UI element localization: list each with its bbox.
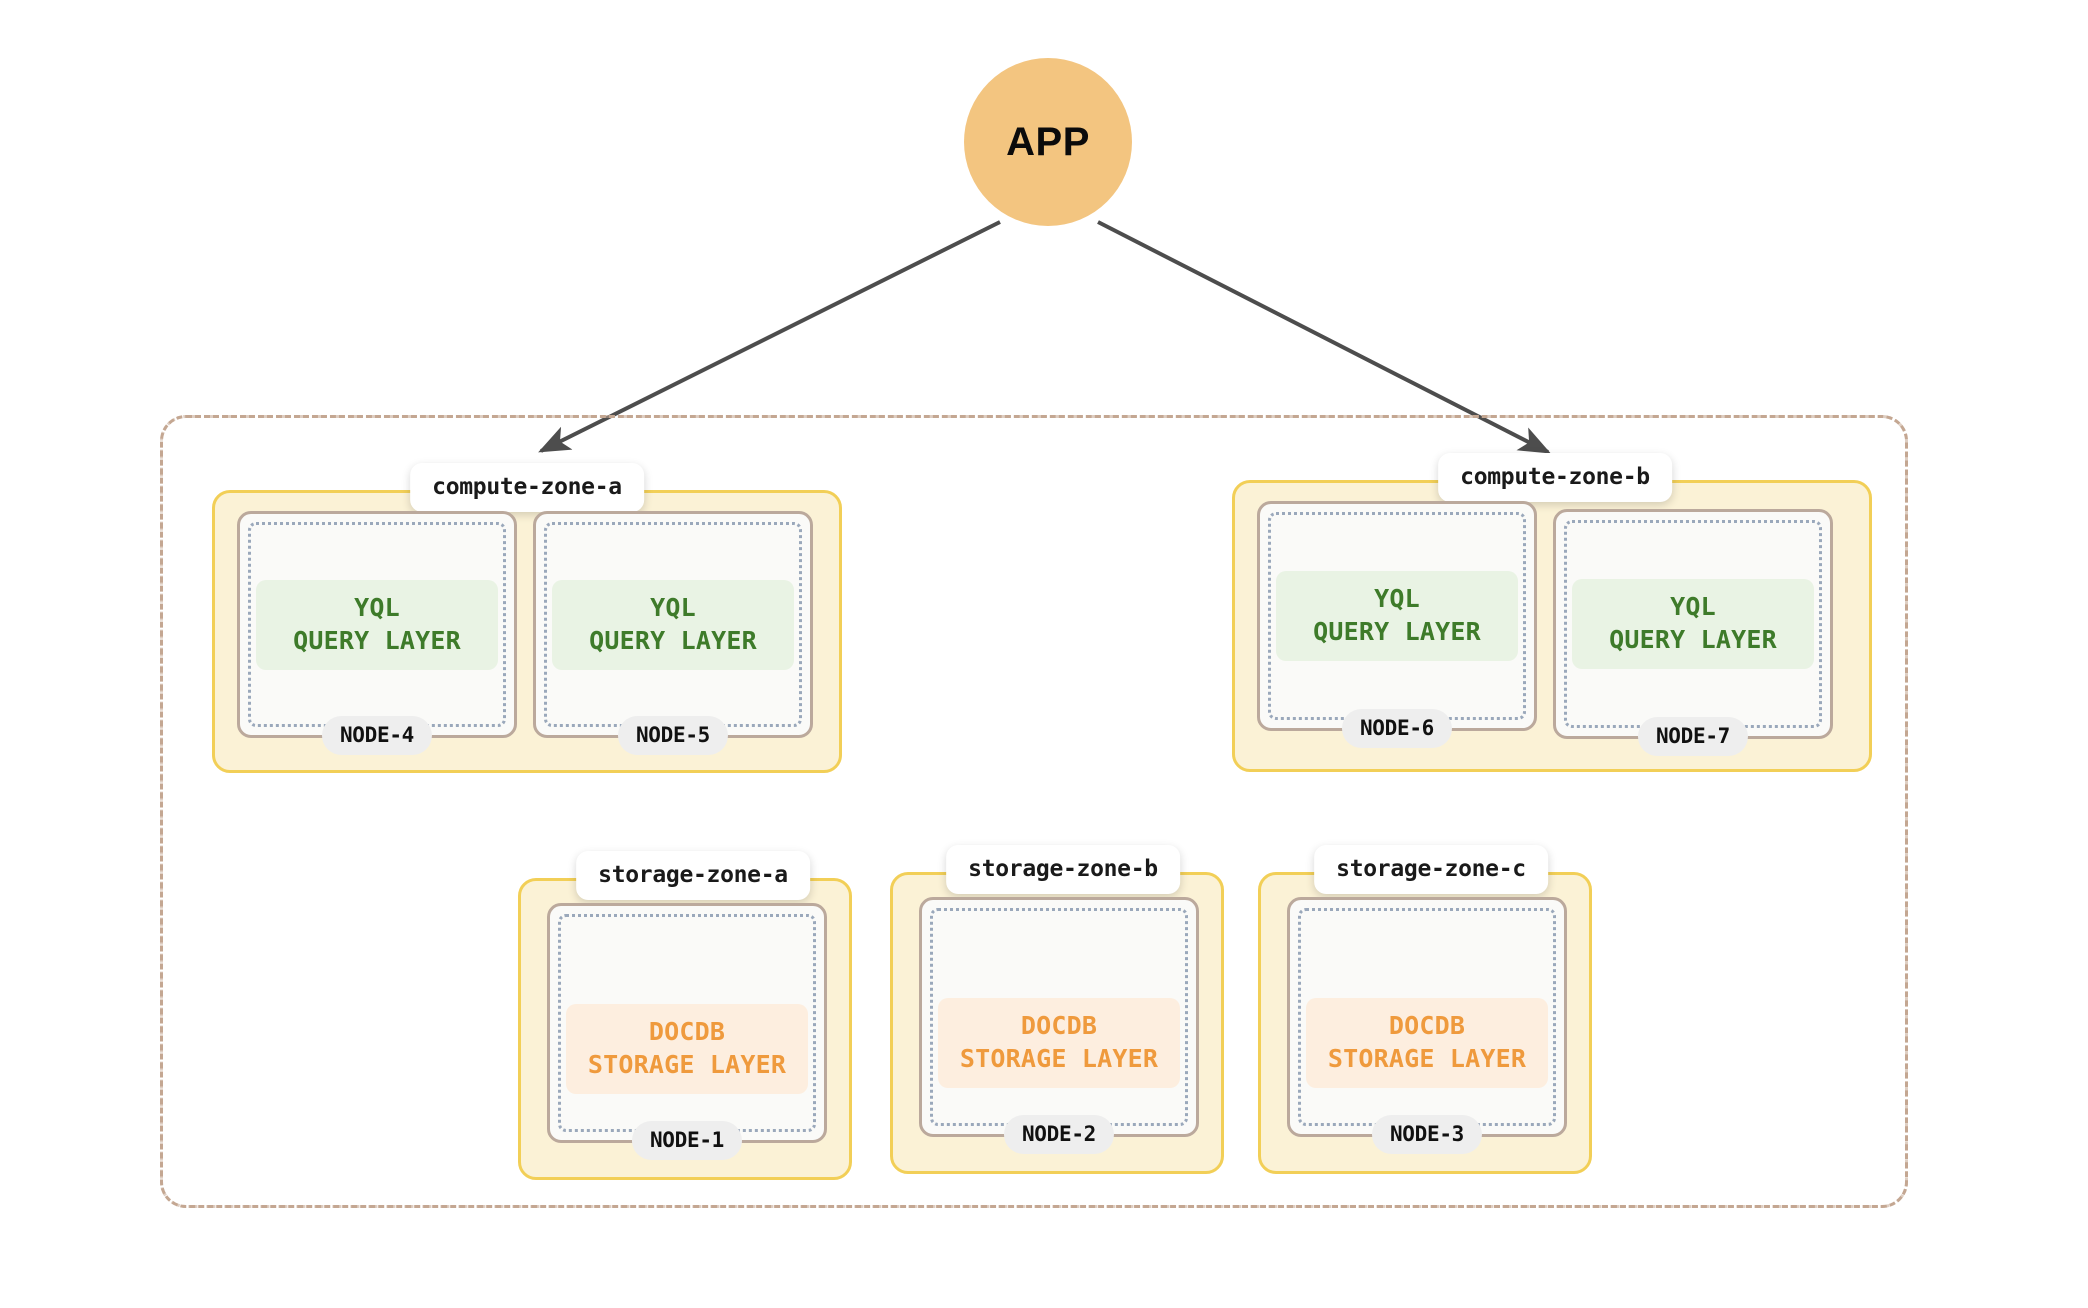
node-badge-node-1: NODE-1: [631, 1121, 743, 1160]
node-badge-node-6: NODE-6: [1341, 709, 1453, 748]
zone-label-storage-zone-b: storage-zone-b: [946, 845, 1180, 894]
node-badge-node-7: NODE-7: [1637, 717, 1749, 756]
zone-label-storage-zone-a: storage-zone-a: [576, 851, 810, 900]
layer-title: YQL: [354, 592, 400, 622]
zone-label-storage-zone-c: storage-zone-c: [1314, 845, 1548, 894]
layer-subtitle: QUERY LAYER: [1313, 617, 1481, 646]
node-badge-node-2: NODE-2: [1003, 1115, 1115, 1154]
node-badge-node-4: NODE-4: [321, 716, 433, 755]
docdb-storage-layer-chip: DOCDB STORAGE LAYER: [566, 1004, 808, 1094]
zone-label-compute-zone-b: compute-zone-b: [1438, 453, 1672, 502]
node-badge-node-3: NODE-3: [1371, 1115, 1483, 1154]
app-node[interactable]: APP: [964, 58, 1132, 226]
layer-subtitle: QUERY LAYER: [1609, 625, 1777, 654]
node-node-7[interactable]: YQL QUERY LAYER NODE-7: [1553, 509, 1833, 756]
layer-subtitle: STORAGE LAYER: [587, 1050, 787, 1079]
layer-subtitle: STORAGE LAYER: [959, 1044, 1159, 1073]
docdb-storage-layer-chip: DOCDB STORAGE LAYER: [1306, 998, 1548, 1088]
node-node-1[interactable]: DOCDB STORAGE LAYER NODE-1: [547, 903, 827, 1160]
cluster-boundary: [160, 415, 1908, 1208]
app-node-label: APP: [1006, 119, 1090, 164]
yql-query-layer-chip: YQL QUERY LAYER: [1572, 579, 1814, 669]
layer-subtitle: QUERY LAYER: [293, 625, 461, 655]
node-node-6[interactable]: YQL QUERY LAYER NODE-6: [1257, 501, 1537, 748]
layer-title: DOCDB: [1020, 1011, 1098, 1040]
yql-query-layer-chip: YQL QUERY LAYER: [1276, 571, 1518, 661]
layer-title: YQL: [650, 592, 696, 622]
node-badge-node-5: NODE-5: [617, 716, 729, 755]
layer-title: DOCDB: [648, 1017, 726, 1046]
node-node-2[interactable]: DOCDB STORAGE LAYER NODE-2: [919, 897, 1199, 1154]
zone-label-compute-zone-a: compute-zone-a: [410, 463, 644, 512]
layer-subtitle: QUERY LAYER: [589, 625, 757, 655]
docdb-storage-layer-chip: DOCDB STORAGE LAYER: [938, 998, 1180, 1088]
layer-subtitle: STORAGE LAYER: [1327, 1044, 1527, 1073]
layer-title: DOCDB: [1388, 1011, 1466, 1040]
layer-title: YQL: [1374, 584, 1420, 613]
node-node-3[interactable]: DOCDB STORAGE LAYER NODE-3: [1287, 897, 1567, 1154]
layer-title: YQL: [1670, 592, 1716, 621]
